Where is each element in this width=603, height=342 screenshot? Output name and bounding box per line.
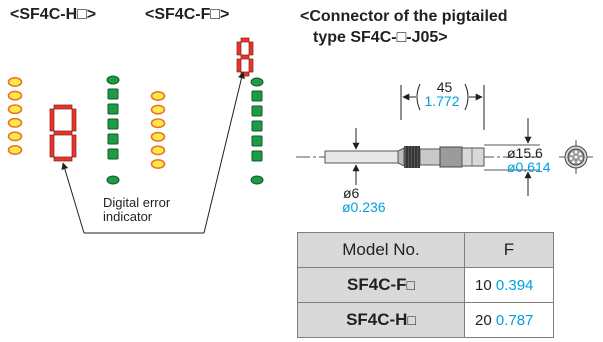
model-suffix: □	[406, 277, 415, 293]
indicator-led	[251, 150, 263, 162]
f-mm: 20	[475, 311, 492, 329]
dim-cable-dia-in: ø0.236	[342, 199, 386, 215]
dim-connector-dia-mm: ø15.6	[507, 145, 543, 161]
digit-segment	[71, 108, 77, 132]
indicator-led	[7, 90, 23, 101]
indicator-led	[251, 105, 263, 117]
heading-sf4c-h: <SF4C-H□>	[10, 6, 97, 23]
dim-cable-dia: ø6 ø0.236	[342, 186, 386, 214]
indicator-led	[107, 148, 119, 160]
indicator-led	[150, 145, 166, 156]
indicator-led	[7, 131, 23, 142]
model-cell: SF4C-F□	[297, 267, 465, 303]
indicator-led	[106, 175, 120, 185]
indicator-led	[150, 118, 166, 129]
digit-segment	[53, 104, 73, 110]
digit-segment	[49, 134, 55, 158]
dim-length-mm: 45	[436, 79, 453, 95]
indicator-label: Digital error indicator	[103, 196, 170, 224]
connector-end-view	[559, 140, 593, 174]
indicator-led	[251, 135, 263, 147]
heading-connector-line2: type SF4C-□-J05>	[313, 29, 448, 46]
heading-connector: <Connector of the pigtailed type SF4C-□-…	[300, 6, 508, 48]
indicator-led	[7, 77, 23, 88]
header-f: F	[464, 232, 554, 268]
f-in: 0.787	[495, 311, 534, 329]
indicator-led	[251, 90, 263, 102]
model-table: Model No. F SF4C-F□ 10 0.394 SF4C-H□ 20 …	[297, 232, 554, 338]
table-row: SF4C-F□ 10 0.394	[297, 267, 554, 303]
indicator-led	[107, 133, 119, 145]
indicator-led	[107, 118, 119, 130]
callout-arrow-f	[203, 71, 245, 234]
indicator-led	[250, 77, 264, 87]
digit-segment	[53, 156, 73, 162]
digit-segment	[71, 134, 77, 158]
f-cell: 10 0.394	[464, 267, 554, 303]
heading-sf4c-f: <SF4C-F□>	[145, 6, 230, 23]
digital-error-indicator-h	[49, 104, 77, 162]
indicator-led	[251, 120, 263, 132]
digit-segment	[49, 108, 55, 132]
f-cell: 20 0.787	[464, 302, 554, 338]
digit-segment	[248, 58, 254, 73]
dim-length: 45 1.772	[423, 80, 463, 108]
digit-segment	[248, 41, 254, 56]
model-suffix: □	[407, 312, 416, 328]
f-mm: 10	[475, 276, 492, 294]
table-row: SF4C-H□ 20 0.787	[297, 302, 554, 338]
dim-length-in: 1.772	[424, 93, 460, 109]
digit-segment	[236, 41, 242, 56]
indicator-led	[250, 175, 264, 185]
indicator-led	[106, 75, 120, 85]
indicator-led	[150, 91, 166, 102]
callout-lines	[61, 71, 245, 234]
indicator-led	[7, 117, 23, 128]
digit-segment	[240, 37, 250, 43]
digital-error-indicator-f	[236, 37, 254, 77]
heading-connector-line1: <Connector of the pigtailed	[300, 8, 508, 25]
indicator-label-line1: Digital error	[103, 195, 171, 210]
indicator-led	[7, 145, 23, 156]
dim-cable-dia-mm: ø6	[343, 185, 360, 201]
indicator-led	[150, 159, 166, 170]
led-column-h	[7, 77, 23, 156]
header-model-no: Model No.	[297, 232, 465, 268]
indicator-label-line2: indicator	[103, 209, 153, 224]
digit-segment	[236, 58, 242, 73]
dim-connector-dia: ø15.6 ø0.614	[507, 146, 551, 174]
table-header-row: Model No. F	[297, 232, 554, 268]
dim-connector-dia-in: ø0.614	[507, 159, 551, 175]
led-column-h-green	[106, 75, 120, 185]
model-cell: SF4C-H□	[297, 302, 465, 338]
led-column-f-green	[250, 77, 264, 185]
indicator-led	[150, 131, 166, 142]
callout-arrow-h	[61, 162, 85, 234]
connector-drawing	[296, 83, 593, 196]
f-in: 0.394	[495, 276, 534, 294]
model-name: SF4C-H	[346, 310, 408, 329]
digit-segment	[240, 54, 250, 60]
model-name: SF4C-F	[347, 275, 407, 294]
indicator-led	[7, 104, 23, 115]
digit-segment	[53, 130, 73, 136]
indicator-led	[107, 103, 119, 115]
led-column-f	[150, 91, 166, 170]
indicator-led	[150, 104, 166, 115]
indicator-led	[107, 88, 119, 100]
